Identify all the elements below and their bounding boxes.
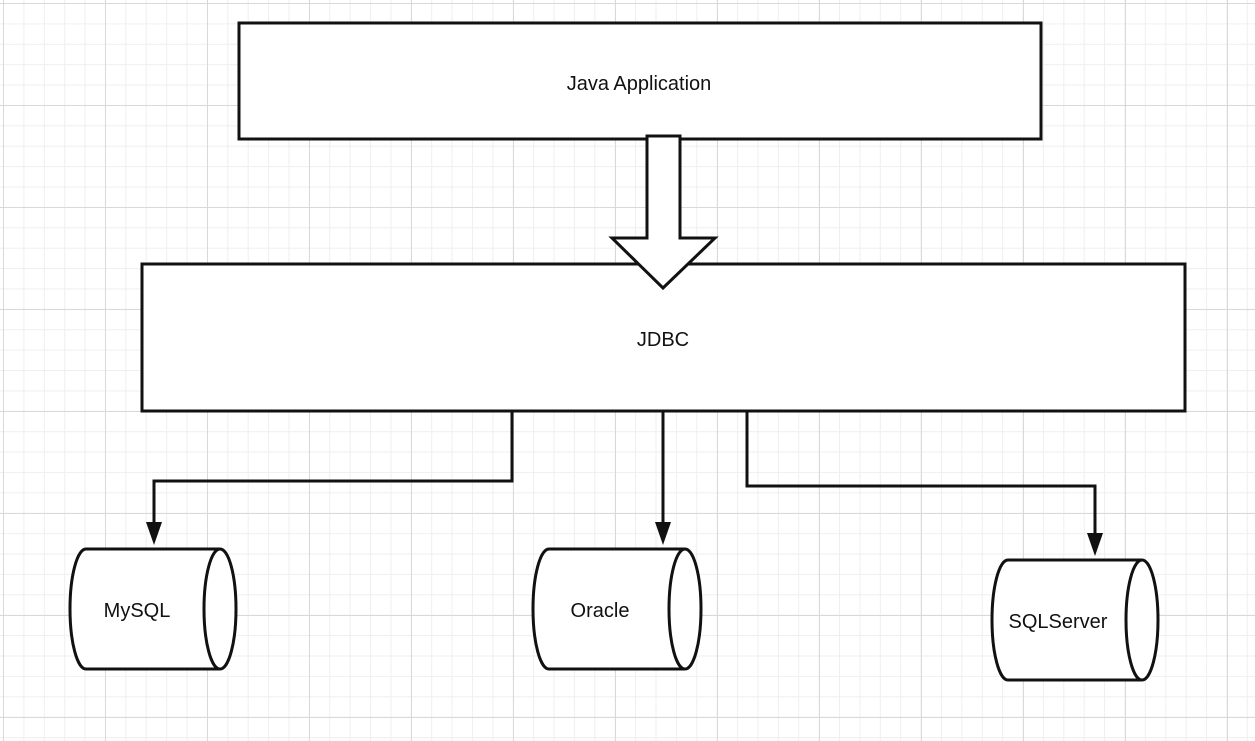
edge-jdbc-to-sqlserver (745, 411, 1103, 556)
sqlserver-label: SQLServer (1009, 611, 1108, 633)
oracle-cylinder-cap (667, 547, 686, 671)
block-arrow-down (608, 134, 719, 291)
sqlserver-node[interactable]: SQLServer (990, 558, 1160, 682)
connector-line-sqlserver (745, 411, 1097, 536)
connector-line-mysql (152, 411, 514, 526)
arrowhead-sqlserver (1087, 533, 1103, 556)
java-application-node[interactable]: Java Application (237, 21, 1043, 141)
java-application-label: Java Application (567, 73, 712, 95)
oracle-node[interactable]: Oracle (531, 547, 703, 671)
sqlserver-cylinder-cap (1124, 558, 1143, 682)
arrowhead-mysql (146, 522, 162, 545)
edge-jdbc-to-oracle (655, 411, 671, 545)
edge-jdbc-to-mysql (146, 411, 514, 545)
edge-java-app-to-jdbc (608, 134, 719, 291)
oracle-label: Oracle (571, 600, 630, 622)
java-application-box (237, 21, 1043, 141)
mysql-node[interactable]: MySQL (68, 547, 238, 671)
mysql-cylinder-cap (202, 547, 221, 671)
arrowhead-oracle (655, 522, 671, 545)
jdbc-label: JDBC (637, 329, 689, 351)
mysql-label: MySQL (104, 600, 171, 622)
